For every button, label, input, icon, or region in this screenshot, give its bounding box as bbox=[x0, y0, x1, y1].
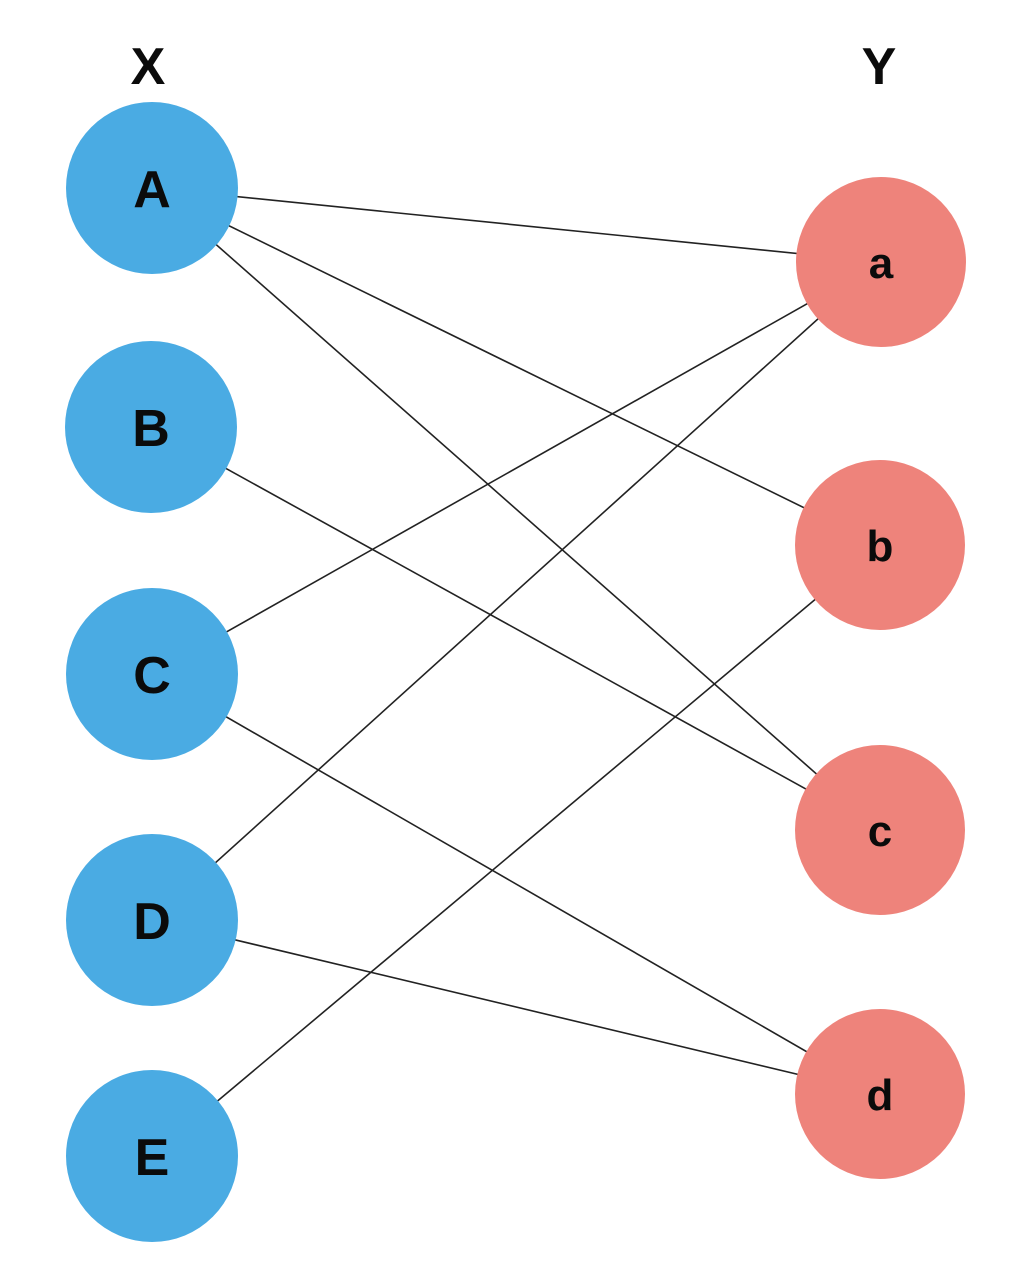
node-circle-B[interactable] bbox=[65, 341, 237, 513]
node-A[interactable]: A bbox=[66, 102, 238, 274]
node-circle-C[interactable] bbox=[66, 588, 238, 760]
node-circle-A[interactable] bbox=[66, 102, 238, 274]
node-circle-D[interactable] bbox=[66, 834, 238, 1006]
node-c[interactable]: c bbox=[795, 745, 965, 915]
node-circle-E[interactable] bbox=[66, 1070, 238, 1242]
node-B[interactable]: B bbox=[65, 341, 237, 513]
edge-A-c bbox=[151, 187, 881, 831]
edges-layer bbox=[150, 187, 882, 1157]
edge-A-b bbox=[151, 187, 881, 546]
edge-C-a bbox=[151, 261, 882, 675]
node-C[interactable]: C bbox=[66, 588, 238, 760]
node-circle-d[interactable] bbox=[795, 1009, 965, 1179]
edge-D-a bbox=[151, 261, 882, 921]
node-b[interactable]: b bbox=[795, 460, 965, 630]
edge-C-d bbox=[151, 673, 881, 1095]
node-D[interactable]: D bbox=[66, 834, 238, 1006]
edge-D-d bbox=[151, 919, 881, 1095]
edge-E-b bbox=[151, 544, 881, 1157]
node-circle-a[interactable] bbox=[796, 177, 966, 347]
edge-B-c bbox=[150, 426, 881, 831]
node-circle-c[interactable] bbox=[795, 745, 965, 915]
edge-A-a bbox=[151, 187, 882, 263]
node-a[interactable]: a bbox=[796, 177, 966, 347]
node-circle-b[interactable] bbox=[795, 460, 965, 630]
node-d[interactable]: d bbox=[795, 1009, 965, 1179]
column-y-header: Y bbox=[862, 38, 897, 96]
node-E[interactable]: E bbox=[66, 1070, 238, 1242]
column-x-header: X bbox=[131, 38, 166, 96]
